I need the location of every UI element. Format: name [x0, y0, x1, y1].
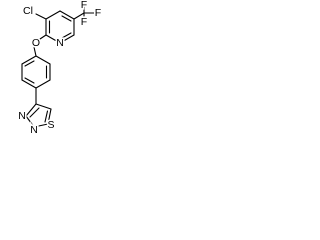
- atom-label-n: N: [30, 124, 38, 136]
- chemical-structure-diagram: Cl N O F F F N N S: [17, 0, 103, 138]
- bond: [33, 123, 49, 128]
- bond: [24, 60, 35, 67]
- bond: [47, 108, 52, 125]
- bond: [25, 115, 35, 128]
- bond: [61, 32, 72, 39]
- bond: [29, 107, 40, 118]
- bond-to-o: [39, 34, 47, 40]
- atom-label-f: F: [81, 16, 87, 28]
- atom-label-n: N: [56, 37, 64, 49]
- bond: [59, 34, 75, 44]
- bond: [59, 10, 75, 20]
- bond-o-phenyl: [33, 46, 37, 57]
- bond: [21, 55, 37, 65]
- bond: [61, 15, 72, 22]
- bond: [25, 103, 37, 117]
- bond: [45, 10, 61, 20]
- bond: [21, 79, 37, 89]
- atom-label-n: N: [18, 110, 26, 122]
- atom-label-cl: Cl: [23, 5, 33, 17]
- thiadiazole-ring: [25, 103, 52, 128]
- atom-label-f: F: [81, 0, 87, 11]
- bond: [35, 55, 51, 65]
- bond: [45, 34, 61, 44]
- bond: [44, 110, 49, 123]
- bond: [35, 79, 51, 89]
- benzene-ring: [21, 55, 51, 89]
- bond: [24, 77, 35, 84]
- bond: [35, 103, 52, 110]
- pyridine-ring: [45, 10, 75, 44]
- atom-label-s: S: [47, 119, 54, 131]
- atom-label-f: F: [95, 7, 101, 19]
- bond-to-cf3: [73, 12, 85, 20]
- atom-label-o: O: [32, 37, 40, 49]
- bond-to-cl: [35, 13, 47, 20]
